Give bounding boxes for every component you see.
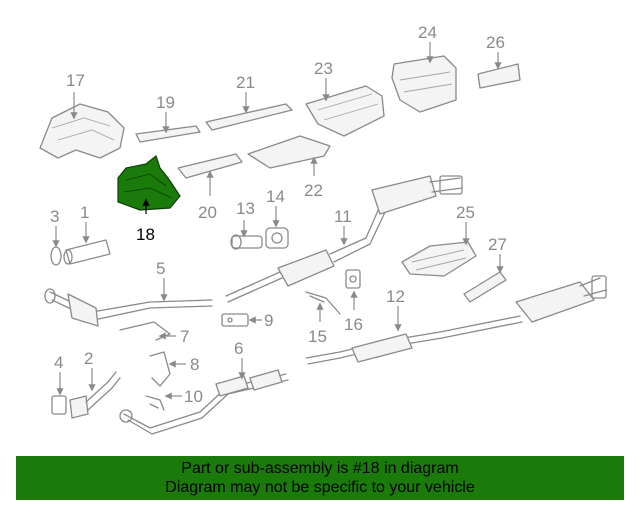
- callout-18: 18: [136, 225, 155, 244]
- callout-7: 7: [180, 327, 189, 346]
- callout-6: 6: [234, 339, 243, 358]
- callout-2: 2: [84, 349, 93, 368]
- callout-25: 25: [456, 203, 475, 222]
- part-17-heat-shield[interactable]: [39, 103, 125, 159]
- part-13-mount[interactable]: [230, 234, 263, 250]
- callout-17: 17: [66, 71, 85, 90]
- part-23-heat-shield[interactable]: [305, 85, 385, 137]
- part-12-rear-pipe[interactable]: [305, 275, 607, 365]
- part-8-bracket[interactable]: [149, 351, 171, 387]
- callout-1: 1: [80, 203, 89, 222]
- callout-3: 3: [50, 207, 59, 226]
- part-2-pipe[interactable]: [69, 371, 121, 419]
- part-4-gasket[interactable]: [51, 395, 67, 415]
- callout-24: 24: [418, 23, 437, 42]
- part-6-intermediate-pipe[interactable]: [119, 369, 289, 435]
- exhaust-parts-diagram: 17 18 19 20 21 22 23 24 2: [39, 23, 607, 435]
- part-16-hanger[interactable]: [345, 269, 361, 289]
- callout-14: 14: [266, 187, 285, 206]
- part-10-bracket[interactable]: [145, 395, 165, 411]
- callout-12: 12: [386, 287, 405, 306]
- callout-19: 19: [156, 93, 175, 112]
- part-14-hanger[interactable]: [265, 227, 289, 249]
- banner-line-2: Diagram may not be specific to your vehi…: [165, 479, 475, 496]
- callout-22: 22: [304, 181, 323, 200]
- part-9-bracket[interactable]: [221, 313, 249, 327]
- part-11-muffler[interactable]: [371, 175, 463, 215]
- part-5-front-pipe[interactable]: [44, 288, 213, 327]
- part-1-pipe[interactable]: [63, 239, 111, 265]
- callout-23: 23: [314, 59, 333, 78]
- part-24-heat-shield[interactable]: [391, 55, 457, 113]
- callout-10: 10: [184, 387, 203, 406]
- part-22-heat-shield[interactable]: [247, 135, 331, 169]
- callout-5: 5: [156, 259, 165, 278]
- banner-line-1: Part or sub-assembly is #18 in diagram: [181, 460, 459, 477]
- part-18-heat-shield[interactable]: [117, 154, 181, 211]
- part-27-heat-shield[interactable]: [463, 271, 507, 303]
- callout-13: 13: [236, 199, 255, 218]
- callout-16: 16: [344, 315, 363, 334]
- part-19-bracket[interactable]: [135, 125, 201, 143]
- callout-26: 26: [486, 33, 505, 52]
- callout-15: 15: [308, 327, 327, 346]
- callout-9: 9: [264, 311, 273, 330]
- part-26-heat-shield[interactable]: [477, 63, 521, 89]
- part-20-heat-shield[interactable]: [177, 153, 243, 179]
- part-7-bracket[interactable]: [119, 321, 171, 341]
- callout-4: 4: [54, 353, 63, 372]
- callout-27: 27: [488, 235, 507, 254]
- part-3-gasket[interactable]: [50, 246, 62, 266]
- callout-21: 21: [236, 73, 255, 92]
- callout-8: 8: [190, 355, 199, 374]
- part-15-bracket[interactable]: [305, 291, 341, 315]
- callout-20: 20: [198, 203, 217, 222]
- callout-11: 11: [334, 207, 352, 226]
- part-21-heat-shield[interactable]: [205, 103, 293, 131]
- part-11-center-pipe[interactable]: [225, 205, 387, 303]
- info-banner: Part or sub-assembly is #18 in diagram D…: [16, 456, 624, 500]
- part-25-heat-shield[interactable]: [401, 241, 477, 277]
